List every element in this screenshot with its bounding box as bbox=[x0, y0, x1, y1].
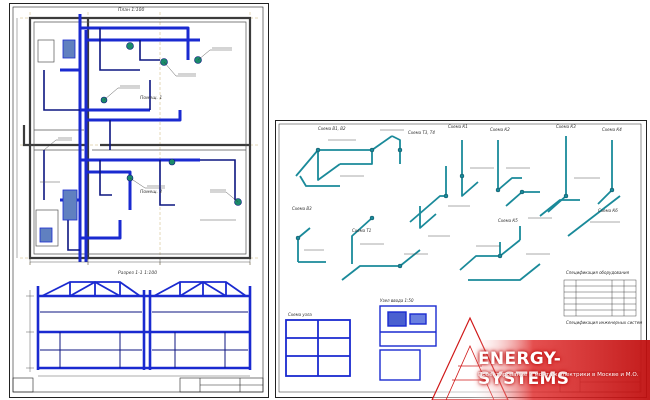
scheme-title-9: Схема К5 bbox=[498, 218, 518, 223]
scheme-title-3: Схема К1 bbox=[448, 124, 468, 129]
fixtures bbox=[100, 42, 242, 206]
scheme-title-1: Схема В1, В2 bbox=[318, 126, 346, 131]
floor-plan bbox=[12, 6, 264, 393]
brand-tagline: Проектирование и монтаж электрики в Моск… bbox=[478, 372, 639, 378]
spec-table bbox=[563, 279, 637, 317]
room-label-1: Помещ. 1 bbox=[140, 96, 163, 101]
brand-watermark bbox=[431, 316, 650, 400]
brand-name: ENERGY-SYSTEMS bbox=[478, 349, 570, 389]
roof-trusses bbox=[41, 280, 247, 297]
spec-title: Спецификация оборудования bbox=[566, 270, 629, 275]
main-pipes bbox=[60, 14, 200, 262]
unit-plan bbox=[379, 305, 437, 381]
section-title: Разрез 1-1 1:100 bbox=[118, 271, 158, 276]
scheme-title-7: Схема В3 bbox=[292, 206, 312, 211]
node-plan bbox=[285, 319, 351, 377]
note-title: Спецификация инженерных систем bbox=[566, 320, 643, 325]
scheme-title-8: Схема Т1 bbox=[352, 228, 372, 233]
scheme-title-6: Схема К4 bbox=[602, 127, 622, 132]
axonometric-schemes bbox=[278, 123, 642, 393]
building-walls bbox=[22, 16, 252, 260]
scheme-title-2: Схема Т3, Т4 bbox=[408, 130, 435, 135]
unit-title: Узел ввода 1:50 bbox=[380, 298, 414, 303]
node-title: Схема узла bbox=[288, 312, 312, 317]
riser-lines bbox=[295, 135, 621, 281]
title-block-left bbox=[12, 377, 264, 393]
scheme-title-10: Схема К6 bbox=[598, 208, 618, 213]
plan-title: План 1:100 bbox=[118, 8, 145, 13]
scheme-title-5: Схема К3 bbox=[556, 124, 576, 129]
section-view bbox=[12, 280, 264, 393]
room-label-2: Помещ. 2 bbox=[140, 190, 163, 195]
scheme-title-4: Схема К2 bbox=[490, 127, 510, 132]
